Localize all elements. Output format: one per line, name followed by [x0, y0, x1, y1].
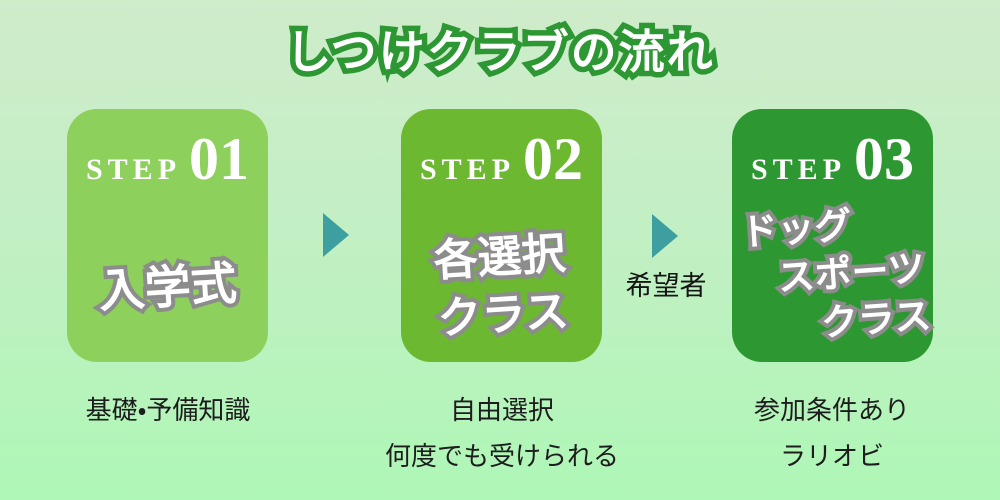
step-1-title: 入学式 [65, 245, 270, 323]
step-1-card: STEP 01 入学式 [67, 109, 268, 362]
step-number: 03 [854, 126, 915, 192]
step-label: STEP [750, 153, 847, 186]
step-3-header: STEP 03 [732, 129, 933, 189]
step-label: STEP [85, 153, 182, 186]
arrow-right-icon [323, 213, 349, 257]
connector-label-applicants: 希望者 [625, 271, 707, 301]
step-3-caption: 参加条件あり [753, 395, 910, 425]
arrow-right-icon [652, 214, 678, 258]
step-2-title: 各選択 クラス [398, 223, 606, 351]
page-title-text: しつけクラブの流れ [285, 16, 715, 82]
step-2-title-line: 各選択 [432, 225, 567, 291]
page-title: しつけクラブの流れ [0, 16, 1000, 82]
step-3-title-line: ドッグ [739, 202, 853, 258]
step-2-header: STEP 02 [401, 129, 602, 189]
step-3-title: ドッグ スポーツ クラス [727, 196, 938, 354]
step-number: 01 [189, 126, 250, 192]
step-label: STEP [419, 153, 516, 186]
step-1-title-line: 入学式 [97, 247, 239, 321]
step-1-caption: 基礎・予備知識 [85, 395, 251, 425]
step-number: 02 [523, 126, 584, 192]
step-2-card: STEP 02 各選択 クラス [401, 109, 602, 362]
step-3-card: STEP 03 ドッグ スポーツ クラス [732, 109, 933, 362]
step-1-header: STEP 01 [67, 129, 268, 189]
step-3-title-line: クラス [819, 292, 933, 348]
step-3-caption: ラリオビ [779, 441, 884, 471]
step-2-caption: 何度でも受けられる [384, 441, 619, 471]
step-2-title-line: クラス [436, 283, 570, 349]
step-2-caption: 自由選択 [449, 395, 554, 425]
